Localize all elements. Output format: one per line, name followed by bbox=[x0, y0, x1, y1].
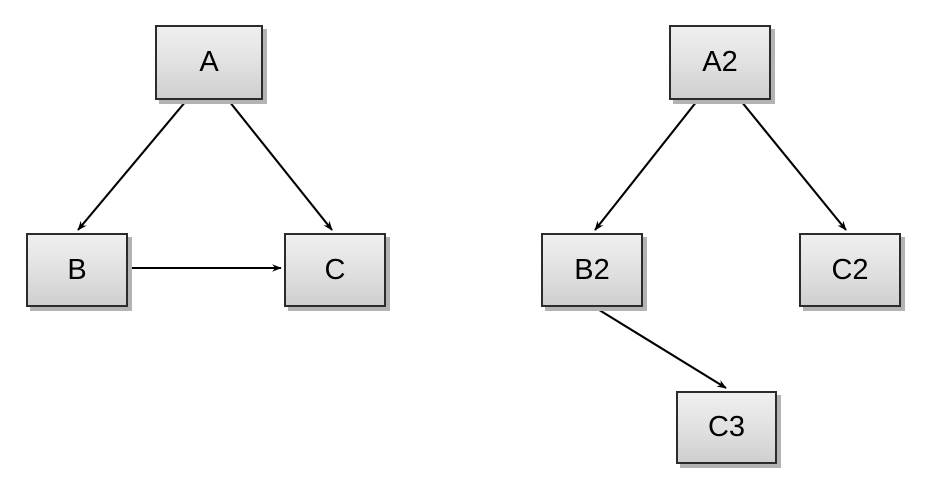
node-b[interactable]: B bbox=[26, 233, 128, 307]
edge-b2-to-c3[interactable] bbox=[595, 307, 727, 389]
node-label: A bbox=[199, 46, 219, 78]
node-label: C3 bbox=[707, 411, 746, 443]
node-label: C bbox=[324, 253, 346, 286]
node-a2[interactable]: A2 bbox=[669, 25, 771, 100]
node-b2[interactable]: B2 bbox=[541, 233, 643, 307]
edge-a2-to-c2[interactable] bbox=[740, 100, 847, 231]
node-label: B2 bbox=[574, 253, 610, 286]
node-a[interactable]: A bbox=[155, 25, 263, 100]
node-c3[interactable]: C3 bbox=[676, 391, 777, 464]
node-label: C2 bbox=[831, 253, 869, 286]
node-c[interactable]: C bbox=[284, 233, 386, 307]
node-c2[interactable]: C2 bbox=[799, 233, 901, 307]
node-label: B bbox=[67, 253, 87, 286]
node-label: A2 bbox=[702, 46, 738, 78]
edge-a2-to-b2[interactable] bbox=[594, 100, 698, 231]
edge-a-to-b[interactable] bbox=[77, 100, 187, 231]
edge-a-to-c[interactable] bbox=[228, 100, 333, 231]
